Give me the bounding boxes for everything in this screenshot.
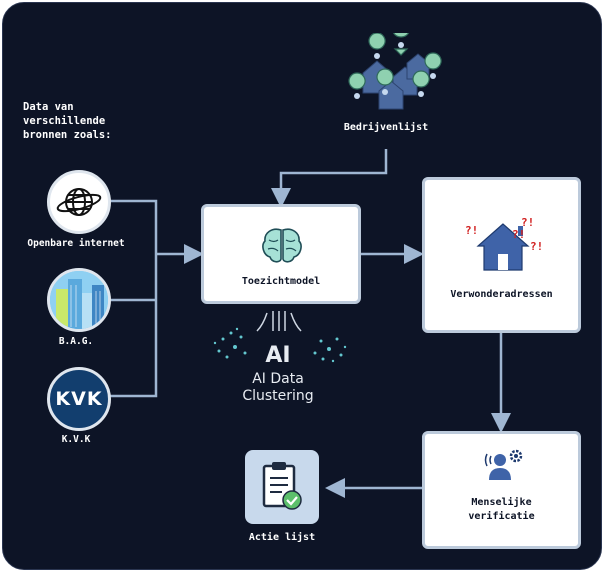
action-list-label: Actie lijst <box>248 532 316 543</box>
ai-line-2: Clustering <box>242 388 314 404</box>
person-gear-icon <box>484 449 523 480</box>
globe-icon <box>56 188 102 216</box>
suspicious-addresses-box: ?! ?! ?! ?! Verwonderadressen <box>422 177 581 333</box>
alert-mark-2: ?! <box>521 216 535 229</box>
suspicious-addresses-label: Verwonderadressen <box>450 289 553 300</box>
intro-line-2: verschillende <box>23 115 106 127</box>
verification-line-1: Menselijke <box>471 497 532 508</box>
verification-line-2: verificatie <box>468 511 535 522</box>
alert-mark-3: ?! <box>512 228 526 241</box>
buildings-icon <box>50 271 108 329</box>
map-pins-houses-icon <box>348 33 442 110</box>
brain-icon <box>262 228 302 263</box>
verification-box: Menselijke verificatie <box>422 431 581 549</box>
intro-line-1: Data van <box>23 101 74 113</box>
source-bag <box>47 268 111 332</box>
source-kvk: KVK <box>47 367 111 431</box>
intro-text: Data van verschillende bronnen zoals: <box>23 100 112 142</box>
ai-clustering-icon <box>213 311 347 363</box>
alert-mark-4: ?! <box>530 240 544 253</box>
source-internet-label: Openbare internet <box>27 238 125 249</box>
source-bracket-line <box>108 199 158 398</box>
model-label: Toezichtmodel <box>241 276 321 287</box>
company-list-to-model-arrow <box>271 149 388 208</box>
ai-line-1: AI Data <box>252 371 304 387</box>
kvk-logo: KVK <box>55 388 103 410</box>
source-bag-label: B.A.G. <box>58 336 94 347</box>
clipboard-check-icon <box>262 462 302 510</box>
action-list-tile <box>245 450 319 524</box>
company-list-label: Bedrijvenlijst <box>343 122 429 133</box>
source-kvk-label: K.V.K <box>61 434 91 445</box>
alert-mark-1: ?! <box>465 224 479 237</box>
model-box: Toezichtmodel <box>201 204 361 304</box>
intro-line-3: bronnen zoals: <box>23 129 112 141</box>
house-question-icon <box>476 223 530 271</box>
ai-big-label: AI <box>265 343 291 368</box>
source-internet <box>47 170 111 234</box>
connector-lines <box>108 149 511 498</box>
